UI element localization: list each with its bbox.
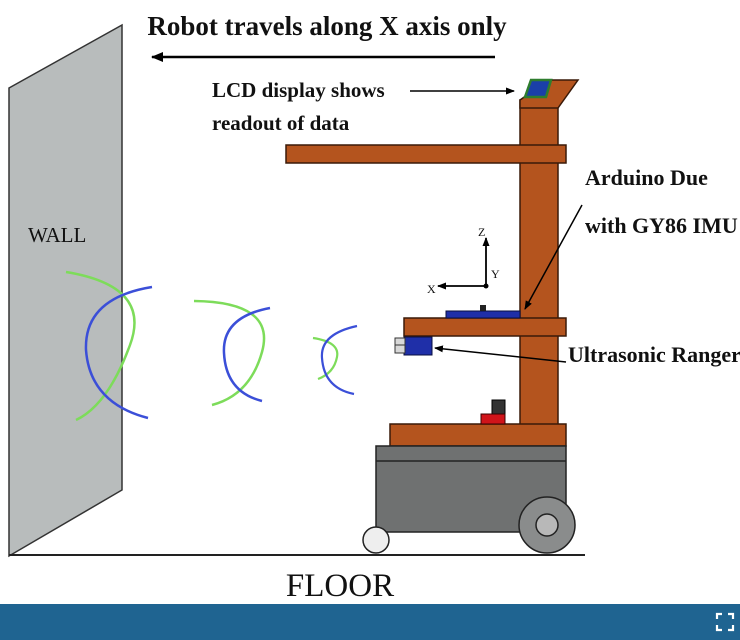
fullscreen-button[interactable] (714, 611, 736, 633)
ultrasonic-pointer-arrow (434, 345, 567, 363)
arduino-board (445, 310, 521, 319)
robot (285, 78, 580, 554)
wave-green-medium (193, 299, 266, 407)
arduino-label-line2: with GY86 IMU (585, 213, 738, 238)
lcd-label-line2: readout of data (212, 111, 350, 135)
middle-shelf (403, 317, 567, 337)
wave-blue-small (320, 324, 358, 396)
rear-wheel-hub (535, 513, 559, 537)
sound-waves (65, 270, 358, 422)
wave-blue-large (84, 285, 153, 420)
axis-indicator: Z Y X (427, 225, 500, 296)
axis-x-label: X (427, 282, 436, 296)
arduino-component (480, 305, 486, 311)
floor-label: FLOOR (286, 568, 394, 604)
axis-y-label: Y (491, 267, 500, 281)
wave-blue-medium (222, 306, 271, 403)
bottom-shelf (389, 423, 567, 447)
arduino-pointer-arrow (524, 204, 583, 310)
arduino-label-line1: Arduino Due (585, 165, 708, 190)
ultrasonic-label: Ultrasonic Ranger (568, 342, 740, 367)
wave-green-large (65, 270, 136, 422)
axis-origin (483, 283, 489, 289)
axis-z-label: Z (478, 225, 485, 239)
lcd-label-line1: LCD display shows (212, 78, 385, 102)
wall-panel (8, 23, 123, 558)
lcd-display (523, 78, 553, 99)
front-caster-wheel (362, 526, 390, 554)
bottom-toolbar (0, 604, 740, 640)
upper-shelf (285, 144, 567, 164)
title-annotation: Robot travels along X axis only (147, 11, 507, 41)
battery-red (480, 413, 506, 425)
fullscreen-icon (715, 612, 735, 632)
wall-label: WALL (28, 223, 86, 247)
ultrasonic-sensor (403, 336, 433, 356)
